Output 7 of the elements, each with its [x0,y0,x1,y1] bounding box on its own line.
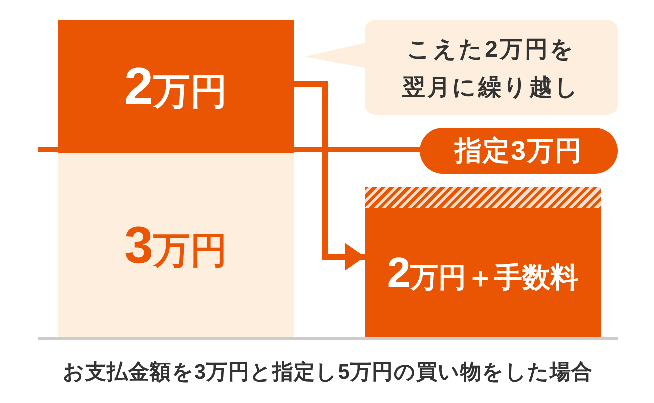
pill-label: 指定3万円 [420,128,618,174]
arrow [294,81,365,271]
hatched-bar: 2万円＋手数料 [365,187,601,338]
speech-bubble: こえた2万円を翌月に繰り越し [305,20,618,115]
caption: お支払金額を3万円と指定し5万円の買い物をした場合 [62,360,594,386]
bar-segment: 2万円 [58,20,294,153]
bar-segment: 3万円 [58,153,294,338]
